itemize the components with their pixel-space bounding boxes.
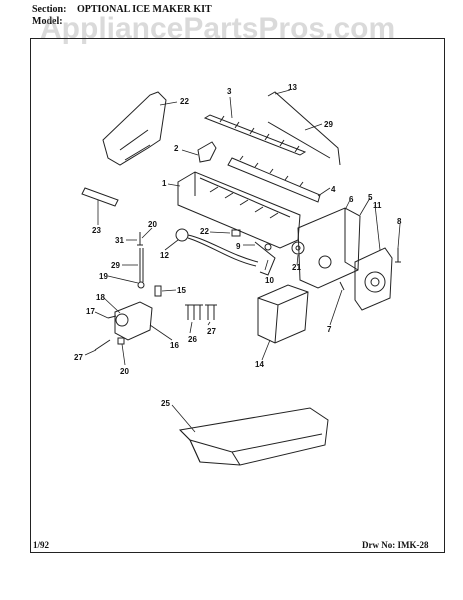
callout-9: 9	[236, 242, 241, 251]
part-ice-mold	[177, 171, 301, 249]
section-header: Section: OPTIONAL ICE MAKER KIT	[32, 4, 212, 15]
part-screw	[395, 248, 401, 263]
part-ejector	[203, 114, 307, 156]
part-bracket	[197, 141, 217, 163]
callout-13: 13	[288, 83, 297, 92]
part-screws-set	[185, 304, 217, 320]
callout-29: 29	[324, 120, 333, 129]
callout-14: 14	[255, 360, 264, 369]
callout-17: 17	[86, 307, 95, 316]
part-control-housing	[297, 207, 361, 289]
callout-6: 6	[349, 195, 354, 204]
part-water-valve	[107, 301, 153, 341]
callout-labels: 22 3 13 29 2 1 4 6 5 11 8 23 20 31 22 9 …	[74, 83, 402, 408]
model-label: Model:	[32, 16, 63, 27]
callout-15: 15	[177, 286, 186, 295]
part-shield	[102, 91, 167, 166]
callout-18: 18	[96, 293, 105, 302]
part-clip	[339, 281, 345, 291]
callout-4: 4	[331, 185, 336, 194]
callout-19: 19	[99, 272, 108, 281]
callout-2: 2	[174, 144, 179, 153]
part-ice-bin	[178, 407, 329, 466]
callout-1: 1	[162, 179, 167, 188]
part-kit-box	[257, 284, 309, 344]
drawing-number: Drw No: IMK-28	[362, 540, 429, 550]
callout-16: 16	[170, 341, 179, 350]
callout-23: 22	[180, 97, 189, 106]
part-gear	[291, 241, 305, 255]
callout-21: 21	[292, 263, 301, 272]
callout-11: 11	[373, 201, 382, 210]
callout-25: 25	[161, 399, 170, 408]
section-label: Section:	[32, 4, 67, 15]
section-title: OPTIONAL ICE MAKER KIT	[76, 4, 212, 15]
watermark: AppliancePartsPros.com	[40, 12, 396, 45]
part-tube	[81, 187, 119, 207]
part-wire-harness	[175, 228, 259, 267]
callout-10: 10	[265, 276, 274, 285]
callout-12: 12	[160, 251, 169, 260]
part-valve-fittings	[94, 337, 125, 351]
part-stripper	[227, 155, 321, 203]
callout-28: 27	[74, 353, 83, 362]
callout-30: 29	[111, 261, 120, 270]
part-motor-plate	[354, 247, 393, 311]
callout-24: 23	[92, 226, 101, 235]
part-small-parts	[231, 229, 276, 276]
callout-20a: 20	[148, 220, 157, 229]
callout-5: 5	[368, 193, 373, 202]
callout-7: 7	[327, 325, 332, 334]
part-fitting	[154, 285, 162, 297]
callout-27: 27	[207, 327, 216, 336]
part-fill-tube	[137, 232, 145, 289]
callout-22: 22	[200, 227, 209, 236]
part-bail-arm	[267, 91, 341, 166]
footer-date: 1/92	[33, 540, 50, 550]
diagram-frame	[30, 38, 445, 553]
callout-26: 26	[188, 335, 197, 344]
callout-8: 8	[397, 217, 402, 226]
callout-31: 31	[115, 236, 124, 245]
callout-20b: 20	[120, 367, 129, 376]
callout-3: 3	[227, 87, 232, 96]
